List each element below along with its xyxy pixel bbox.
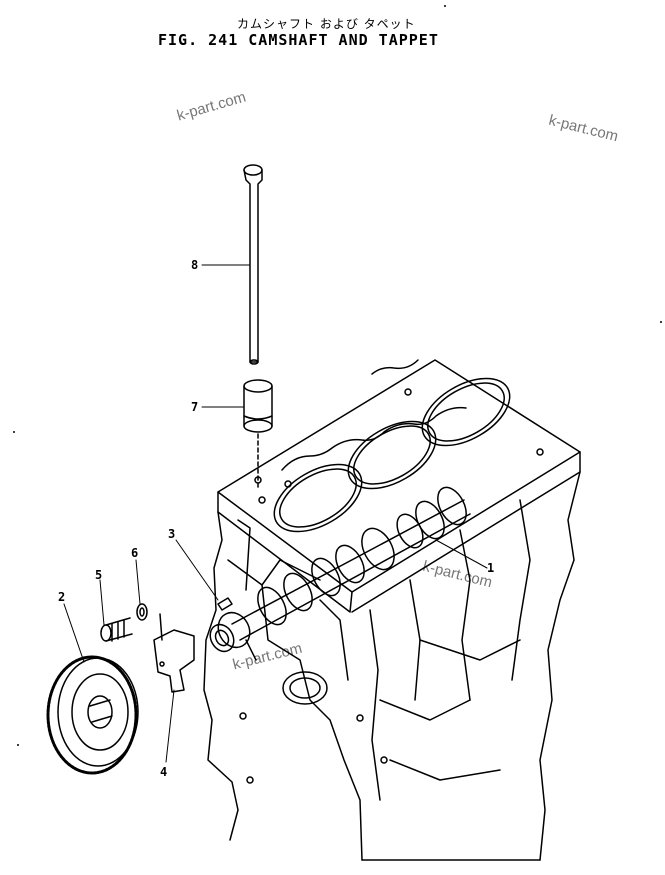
callout-1: 1 <box>487 561 495 575</box>
figure-title-japanese: カムシャフト および タペット <box>237 17 416 31</box>
callout-3: 3 <box>168 527 176 541</box>
cylinder-block-drawing <box>203 359 581 861</box>
callout-7: 7 <box>191 400 199 414</box>
tappet-drawing <box>243 379 273 491</box>
washer-drawing <box>136 603 148 621</box>
bolt-drawing <box>100 617 133 642</box>
callout-8: 8 <box>191 258 199 272</box>
thrust-plate-drawing <box>153 613 195 693</box>
callout-2: 2 <box>58 590 66 604</box>
callout-4: 4 <box>160 765 168 779</box>
figure-title: FIG. 241 CAMSHAFT AND TAPPET <box>158 31 439 49</box>
dowel-pin-drawing <box>217 597 233 611</box>
scan-specks <box>13 5 662 746</box>
callout-5: 5 <box>95 568 103 582</box>
leader-lines <box>63 264 488 763</box>
callout-6: 6 <box>131 546 139 560</box>
cam-gear-drawing <box>46 655 139 775</box>
push-rod-drawing <box>243 164 263 365</box>
camshaft-drawing <box>209 486 471 653</box>
